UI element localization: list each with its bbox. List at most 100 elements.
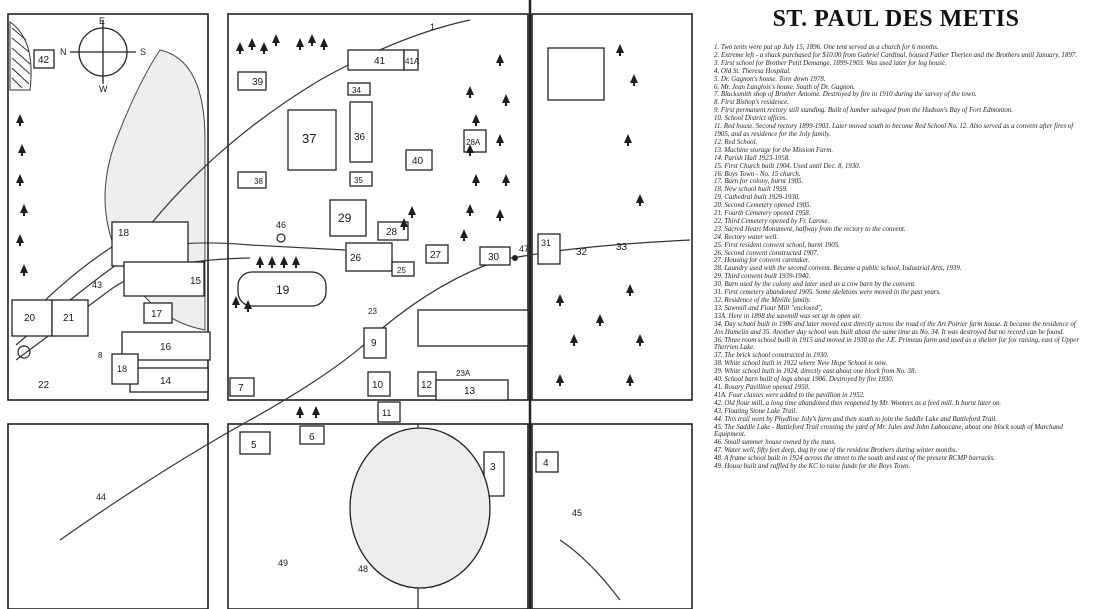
label-17: 17	[151, 309, 163, 320]
label-46: 46	[276, 220, 286, 230]
label-27: 27	[430, 250, 442, 261]
label-36: 36	[354, 132, 366, 143]
legend-item: 5. Dr. Gagnon's house. Torn down 1978.	[714, 75, 826, 83]
legend-panel: ST. PAUL DES METIS 1. Two tents were put…	[702, 0, 1090, 609]
legend-item: 33. Sawmill and Flour Mill "enclosed".	[714, 304, 823, 312]
block-south-east	[531, 423, 693, 609]
building-11	[377, 401, 401, 423]
building-39	[237, 71, 267, 91]
legend-item: 27. Housing for convent caretaker.	[714, 257, 810, 265]
page-title: ST. PAUL DES METIS	[772, 6, 1020, 32]
oval-grove	[349, 427, 491, 589]
legend-item: 46. Small summer house owned by the nuns…	[714, 439, 836, 447]
legend-item: 37. The brick school constructed in 1930…	[714, 352, 829, 360]
label-6: 6	[309, 432, 315, 443]
label-45: 45	[572, 508, 582, 518]
label-7: 7	[238, 383, 244, 394]
label-28A: 28A	[466, 138, 481, 147]
building-9	[363, 327, 387, 359]
label-16: 16	[160, 342, 172, 353]
building-15	[123, 261, 205, 297]
legend-item: 28. Laundry used with the second convent…	[714, 265, 962, 273]
legend-item: 44. This trail went by Phydline Joly's f…	[714, 415, 997, 423]
building-30	[479, 246, 511, 266]
legend-item: 4. Old St. Theresa Hospital.	[714, 67, 791, 75]
legend-item: 22. Third Cemetery opened by Fr. Larose.	[714, 217, 830, 225]
label-20: 20	[24, 313, 36, 324]
label-41: 41	[374, 56, 386, 67]
legend-item: 11. Red house. Second rectory 1899-1903.…	[714, 123, 1074, 138]
legend-item: 39. White school built in 1924, directly…	[714, 368, 917, 376]
legend-item: 31. First cemetery abandoned 1905. Some …	[714, 289, 941, 297]
label-4: 4	[543, 458, 549, 469]
legend-item: 1. Two tents were put up July 15, 1896. …	[714, 44, 939, 51]
legend-list: 1. Two tents were put up July 15, 1896. …	[714, 44, 1086, 471]
legend-item: 14. Parish Hall 1923-1958.	[714, 154, 790, 162]
building-40	[405, 149, 433, 171]
building-18	[111, 221, 189, 267]
label-32: 32	[576, 247, 588, 258]
legend-item: 8. First Bishop's residence.	[714, 99, 789, 107]
legend-item: 17. Barn for colony, burnt 1905.	[714, 178, 804, 186]
label-28: 28	[386, 227, 398, 238]
legend-item: 2. Extreme left - a shack purchased for …	[714, 51, 1077, 59]
block-north-center	[227, 13, 529, 401]
compass-west-label: W	[99, 84, 108, 94]
label-9: 9	[371, 338, 377, 349]
label-12: 12	[421, 380, 433, 391]
legend-item: 6. Mr. Jean Langlois's house. South of D…	[714, 83, 856, 91]
legend-item: 15. First Church built 1904. Used until …	[714, 162, 861, 170]
legend-item: 41. Rosary Pavillion opened 1950.	[714, 383, 810, 391]
building-34	[347, 82, 371, 96]
building-4	[535, 451, 559, 473]
building-38	[237, 171, 267, 189]
label-37: 37	[302, 131, 316, 146]
label-11: 11	[382, 408, 391, 418]
legend-item: 24. Rectory water well.	[714, 233, 779, 241]
building-42	[33, 49, 55, 69]
building-37	[287, 109, 337, 171]
legend-item: 49. House built and raffled by the KC to…	[714, 463, 911, 471]
legend-item: 16. Boys Town - No. 15 church.	[714, 170, 801, 178]
legend-item: 33A. Here in 1898 the sawmill was set up…	[714, 312, 862, 320]
building-36	[349, 101, 373, 163]
legend-item: 7. Blacksmith shop of Brother Antoine. D…	[714, 91, 977, 99]
label-23: 23	[368, 307, 377, 316]
trail-45-south	[559, 539, 621, 601]
block-north-east	[531, 13, 693, 401]
label-34: 34	[352, 86, 361, 95]
building-17	[143, 302, 173, 324]
building-13	[435, 379, 509, 401]
building-35	[349, 171, 373, 187]
building-14	[129, 367, 209, 393]
building-18b	[111, 353, 139, 385]
label-13: 13	[464, 386, 476, 397]
legend-item: 21. Fourth Cemetery opened 1958.	[714, 210, 811, 218]
label-18: 18	[118, 228, 130, 239]
label-43: 43	[92, 280, 102, 290]
legend-item: 12. Red School.	[714, 138, 758, 146]
building-25	[391, 261, 415, 277]
building-26	[345, 242, 393, 272]
legend-item: 26. Second convent constructed 1907.	[714, 249, 819, 257]
label-49: 49	[278, 558, 288, 568]
hatched-area	[9, 21, 32, 91]
compass-south-label: S	[140, 47, 146, 57]
label-31: 31	[541, 238, 551, 248]
trail-north-curve	[15, 19, 471, 331]
label-14: 14	[160, 376, 172, 387]
building-10	[367, 371, 391, 397]
legend-item: 42. Old flour mill, a long time abandone…	[714, 399, 1002, 407]
legend-item: 45. The Saddle Lake - Battleford Trail c…	[714, 423, 1063, 439]
label-10: 10	[372, 380, 384, 391]
legend-item: 40. School barn built of logs about 1906…	[714, 376, 894, 384]
legend-item: 13. Machine storage for the Mission Farm…	[714, 146, 834, 154]
legend-item: 20. Second Cemetery opened 1905.	[714, 202, 812, 210]
label-40: 40	[412, 156, 424, 167]
marker-46	[276, 233, 286, 243]
building-29	[329, 199, 367, 237]
label-38: 38	[254, 177, 263, 186]
building-27	[425, 244, 449, 264]
compass-rose	[70, 20, 136, 84]
building-7	[229, 377, 255, 397]
